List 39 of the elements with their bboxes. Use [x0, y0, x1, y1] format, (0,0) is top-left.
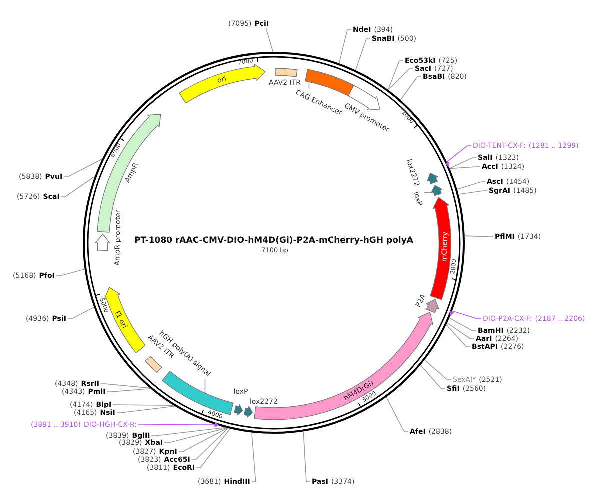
leader-line [56, 269, 86, 276]
leader-line [424, 360, 452, 380]
leader-line [68, 307, 95, 320]
leader-line [308, 81, 310, 89]
leader-line [447, 322, 475, 340]
leader-line [386, 396, 409, 432]
leader-line [424, 192, 434, 194]
leader-line [116, 406, 176, 414]
leader-line [191, 428, 229, 460]
leader-line [178, 428, 228, 452]
leader-line [100, 384, 150, 389]
leader-line [164, 428, 228, 444]
leader-line [266, 28, 274, 52]
leader-line [445, 146, 472, 168]
plasmid-title: PT-1080 rAAC-CMV-DIO-hM4D(Gi)-P2A-mCherry-hGH polyA [134, 237, 414, 247]
leader-line [456, 182, 486, 190]
leader-line [420, 364, 446, 390]
leader-line [251, 432, 256, 482]
leader-line [112, 404, 174, 406]
leader-line [204, 378, 206, 394]
leader-line [303, 431, 311, 482]
leader-line [450, 158, 477, 170]
leader-line [138, 422, 220, 428]
leader-line [151, 427, 226, 436]
leader-line [60, 176, 96, 198]
leader-line [449, 318, 477, 332]
leader-line [338, 30, 352, 64]
leader-line [355, 38, 371, 71]
leader-line [458, 190, 488, 195]
leader-line [446, 324, 471, 348]
leader-line [450, 310, 482, 320]
leader-line [450, 166, 481, 170]
leader-line [388, 60, 404, 90]
leader-line [106, 388, 152, 392]
leader-line [64, 158, 103, 178]
leader-line [388, 68, 414, 91]
leader-line [464, 236, 494, 238]
leader-line [196, 428, 231, 468]
leader-line [400, 76, 422, 101]
